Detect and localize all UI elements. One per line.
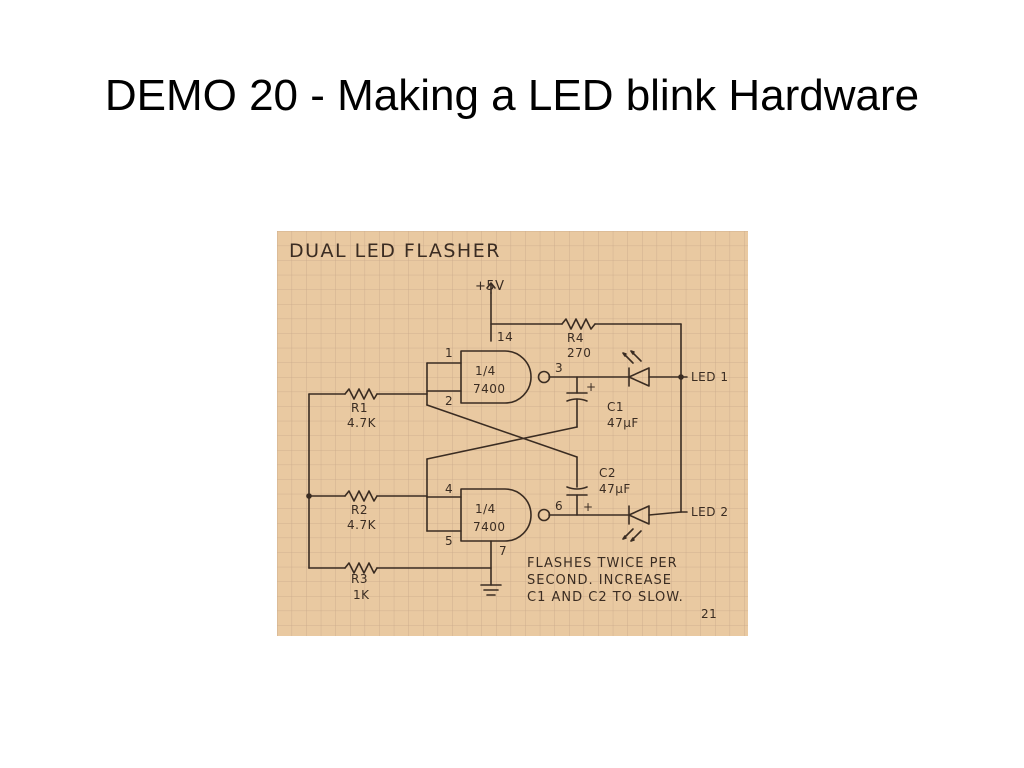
supply-label: +5V (475, 279, 505, 294)
r2-value: 4.7K (347, 518, 377, 532)
r1-resistor (344, 388, 378, 400)
r3-resistor (344, 562, 378, 574)
r3-value: 1K (353, 588, 370, 602)
c2-value: 47µF (599, 482, 631, 496)
note-line-3: C1 AND C2 TO SLOW. (527, 590, 684, 605)
c1-name: C1 (607, 400, 624, 414)
schematic-image: DUAL LED FLASHER (277, 231, 748, 636)
r3-name: R3 (351, 572, 368, 586)
gate1-pin-a: 1 (445, 346, 453, 360)
ground-symbol (480, 540, 502, 596)
r4-name: R4 (567, 331, 584, 345)
gate2-pin-gnd: 7 (499, 544, 507, 558)
c2-name: C2 (599, 466, 616, 480)
gate2-pin-a: 4 (445, 482, 453, 496)
c2-capacitor (566, 456, 588, 516)
gate2-pin-b: 5 (445, 534, 453, 548)
gate1-part: 7400 (473, 382, 506, 396)
supply-rail (486, 282, 682, 513)
page-number: 21 (701, 607, 717, 621)
note-line-2: SECOND. INCREASE (527, 573, 672, 588)
cross-coupling (426, 404, 578, 498)
c2-polarity: + (583, 500, 594, 514)
gate2-nand (460, 488, 532, 542)
gate2-part: 7400 (473, 520, 506, 534)
led1-label: LED 1 (691, 370, 728, 384)
led1-diode (622, 350, 682, 387)
r1-name: R1 (351, 401, 368, 415)
r2-resistor (344, 490, 378, 502)
gate1-pin-out: 3 (555, 361, 563, 375)
slide-title: DEMO 20 - Making a LED blink Hardware (104, 71, 920, 120)
gate1-fraction: 1/4 (475, 364, 496, 378)
gate1-nand (460, 350, 532, 404)
r2-name: R2 (351, 503, 368, 517)
r4-resistor (561, 318, 596, 330)
schematic-heading: DUAL LED FLASHER (289, 240, 501, 262)
r4-value: 270 (567, 346, 591, 360)
note-line-1: FLASHES TWICE PER (527, 556, 678, 571)
led2-diode (622, 505, 682, 542)
gate1-pin-b: 2 (445, 394, 453, 408)
gate1-pin-vcc: 14 (497, 330, 513, 344)
c1-polarity: + (586, 380, 597, 394)
r1-value: 4.7K (347, 416, 377, 430)
gate2-pin-out: 6 (555, 499, 563, 513)
gate2-fraction: 1/4 (475, 502, 496, 516)
left-bus (308, 388, 492, 574)
c1-value: 47µF (607, 416, 639, 430)
c1-capacitor (566, 376, 588, 428)
led2-label: LED 2 (691, 505, 728, 519)
